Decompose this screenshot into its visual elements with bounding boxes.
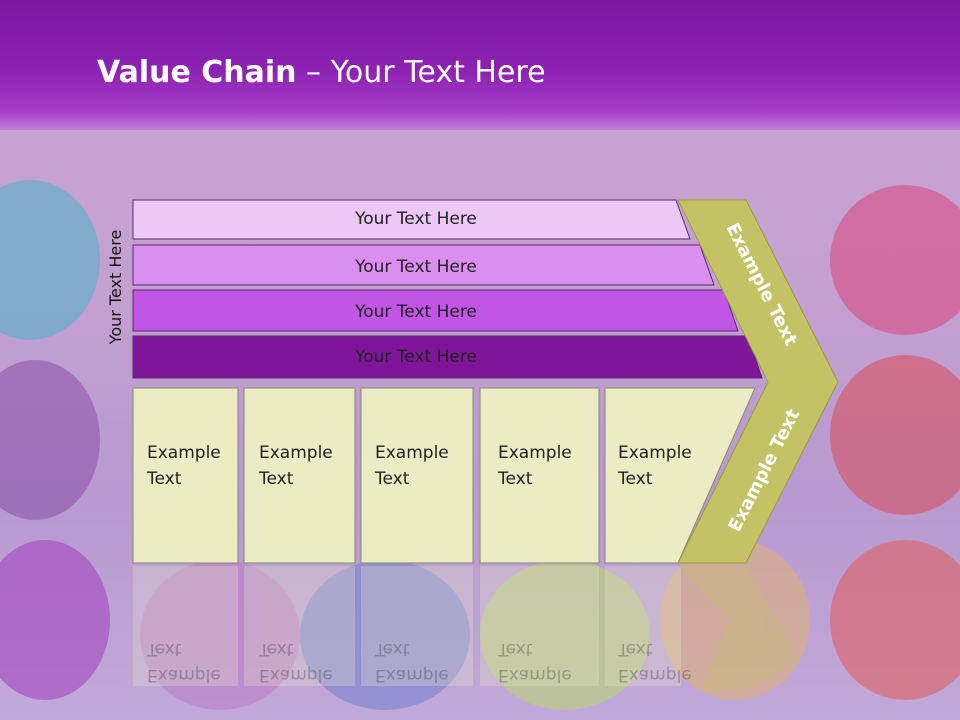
- bg-cupcake-5: [830, 355, 960, 515]
- bar-2: [132, 244, 715, 286]
- bg-cupcake-7: [480, 560, 650, 710]
- title-rest: – Your Text Here: [296, 55, 546, 90]
- activity-box-2: [243, 387, 356, 564]
- bg-cupcake-10: [140, 560, 300, 710]
- box-5-line1: Example: [618, 443, 692, 463]
- reflection-box-3: [361, 566, 473, 686]
- refl-2-line2: Text: [259, 639, 294, 659]
- reflection-box-4: [480, 566, 599, 686]
- refl-3-line1: Example: [375, 665, 449, 685]
- activity-box-4: [479, 387, 600, 564]
- box-4-line2: Text: [498, 469, 533, 489]
- activity-box-3: [360, 387, 474, 564]
- reflection-box-2: [244, 566, 355, 686]
- bar-label-2: Your Text Here: [355, 257, 477, 277]
- bar-4: [132, 335, 763, 379]
- refl-2-line1: Example: [259, 665, 333, 685]
- slide-title: Value Chain – Your Text Here: [97, 55, 546, 90]
- box-2-line1: Example: [259, 443, 333, 463]
- reflection-text-4: Example Text: [498, 636, 593, 688]
- reflection-box-1: [133, 566, 238, 686]
- box-2-line2: Text: [259, 469, 294, 489]
- box-3-line1: Example: [375, 443, 449, 463]
- bar-1: [132, 199, 691, 240]
- box-1-line1: Example: [147, 443, 221, 463]
- reflection-text-2: Example Text: [259, 636, 354, 688]
- box-4-line1: Example: [498, 443, 572, 463]
- bg-cupcake-6: [830, 540, 960, 700]
- reflection-text-5: Example Text: [618, 636, 713, 688]
- chevron-arrow: [677, 199, 839, 564]
- refl-5-line1: Example: [618, 665, 692, 685]
- refl-4-line2: Text: [498, 639, 533, 659]
- refl-1-line1: Example: [147, 665, 221, 685]
- refl-1-line2: Text: [147, 639, 182, 659]
- refl-4-line1: Example: [498, 665, 572, 685]
- refl-5-line2: Text: [618, 639, 653, 659]
- title-bold: Value Chain: [97, 55, 297, 90]
- box-1-line2: Text: [147, 469, 182, 489]
- bg-cupcake-3: [0, 540, 110, 700]
- refl-3-line2: Text: [375, 639, 410, 659]
- bg-cupcake-4: [830, 185, 960, 335]
- reflection-text-1: Example Text: [147, 636, 242, 688]
- bg-cupcake-8: [300, 560, 470, 710]
- activity-box-1: [132, 387, 239, 564]
- box-5-line2: Text: [618, 469, 653, 489]
- bg-cupcake-9: [660, 540, 810, 700]
- box-3-line2: Text: [375, 469, 410, 489]
- reflection-text-3: Example Text: [375, 636, 470, 688]
- bar-3: [132, 289, 739, 332]
- bar-label-1: Your Text Here: [355, 209, 477, 229]
- bg-cupcake-2: [0, 360, 100, 520]
- title-banner: [0, 0, 960, 130]
- reflection-chevron: [678, 566, 800, 690]
- reflection-box-5: [605, 566, 681, 686]
- bar-label-4: Your Text Here: [355, 347, 477, 367]
- bar-label-3: Your Text Here: [355, 302, 477, 322]
